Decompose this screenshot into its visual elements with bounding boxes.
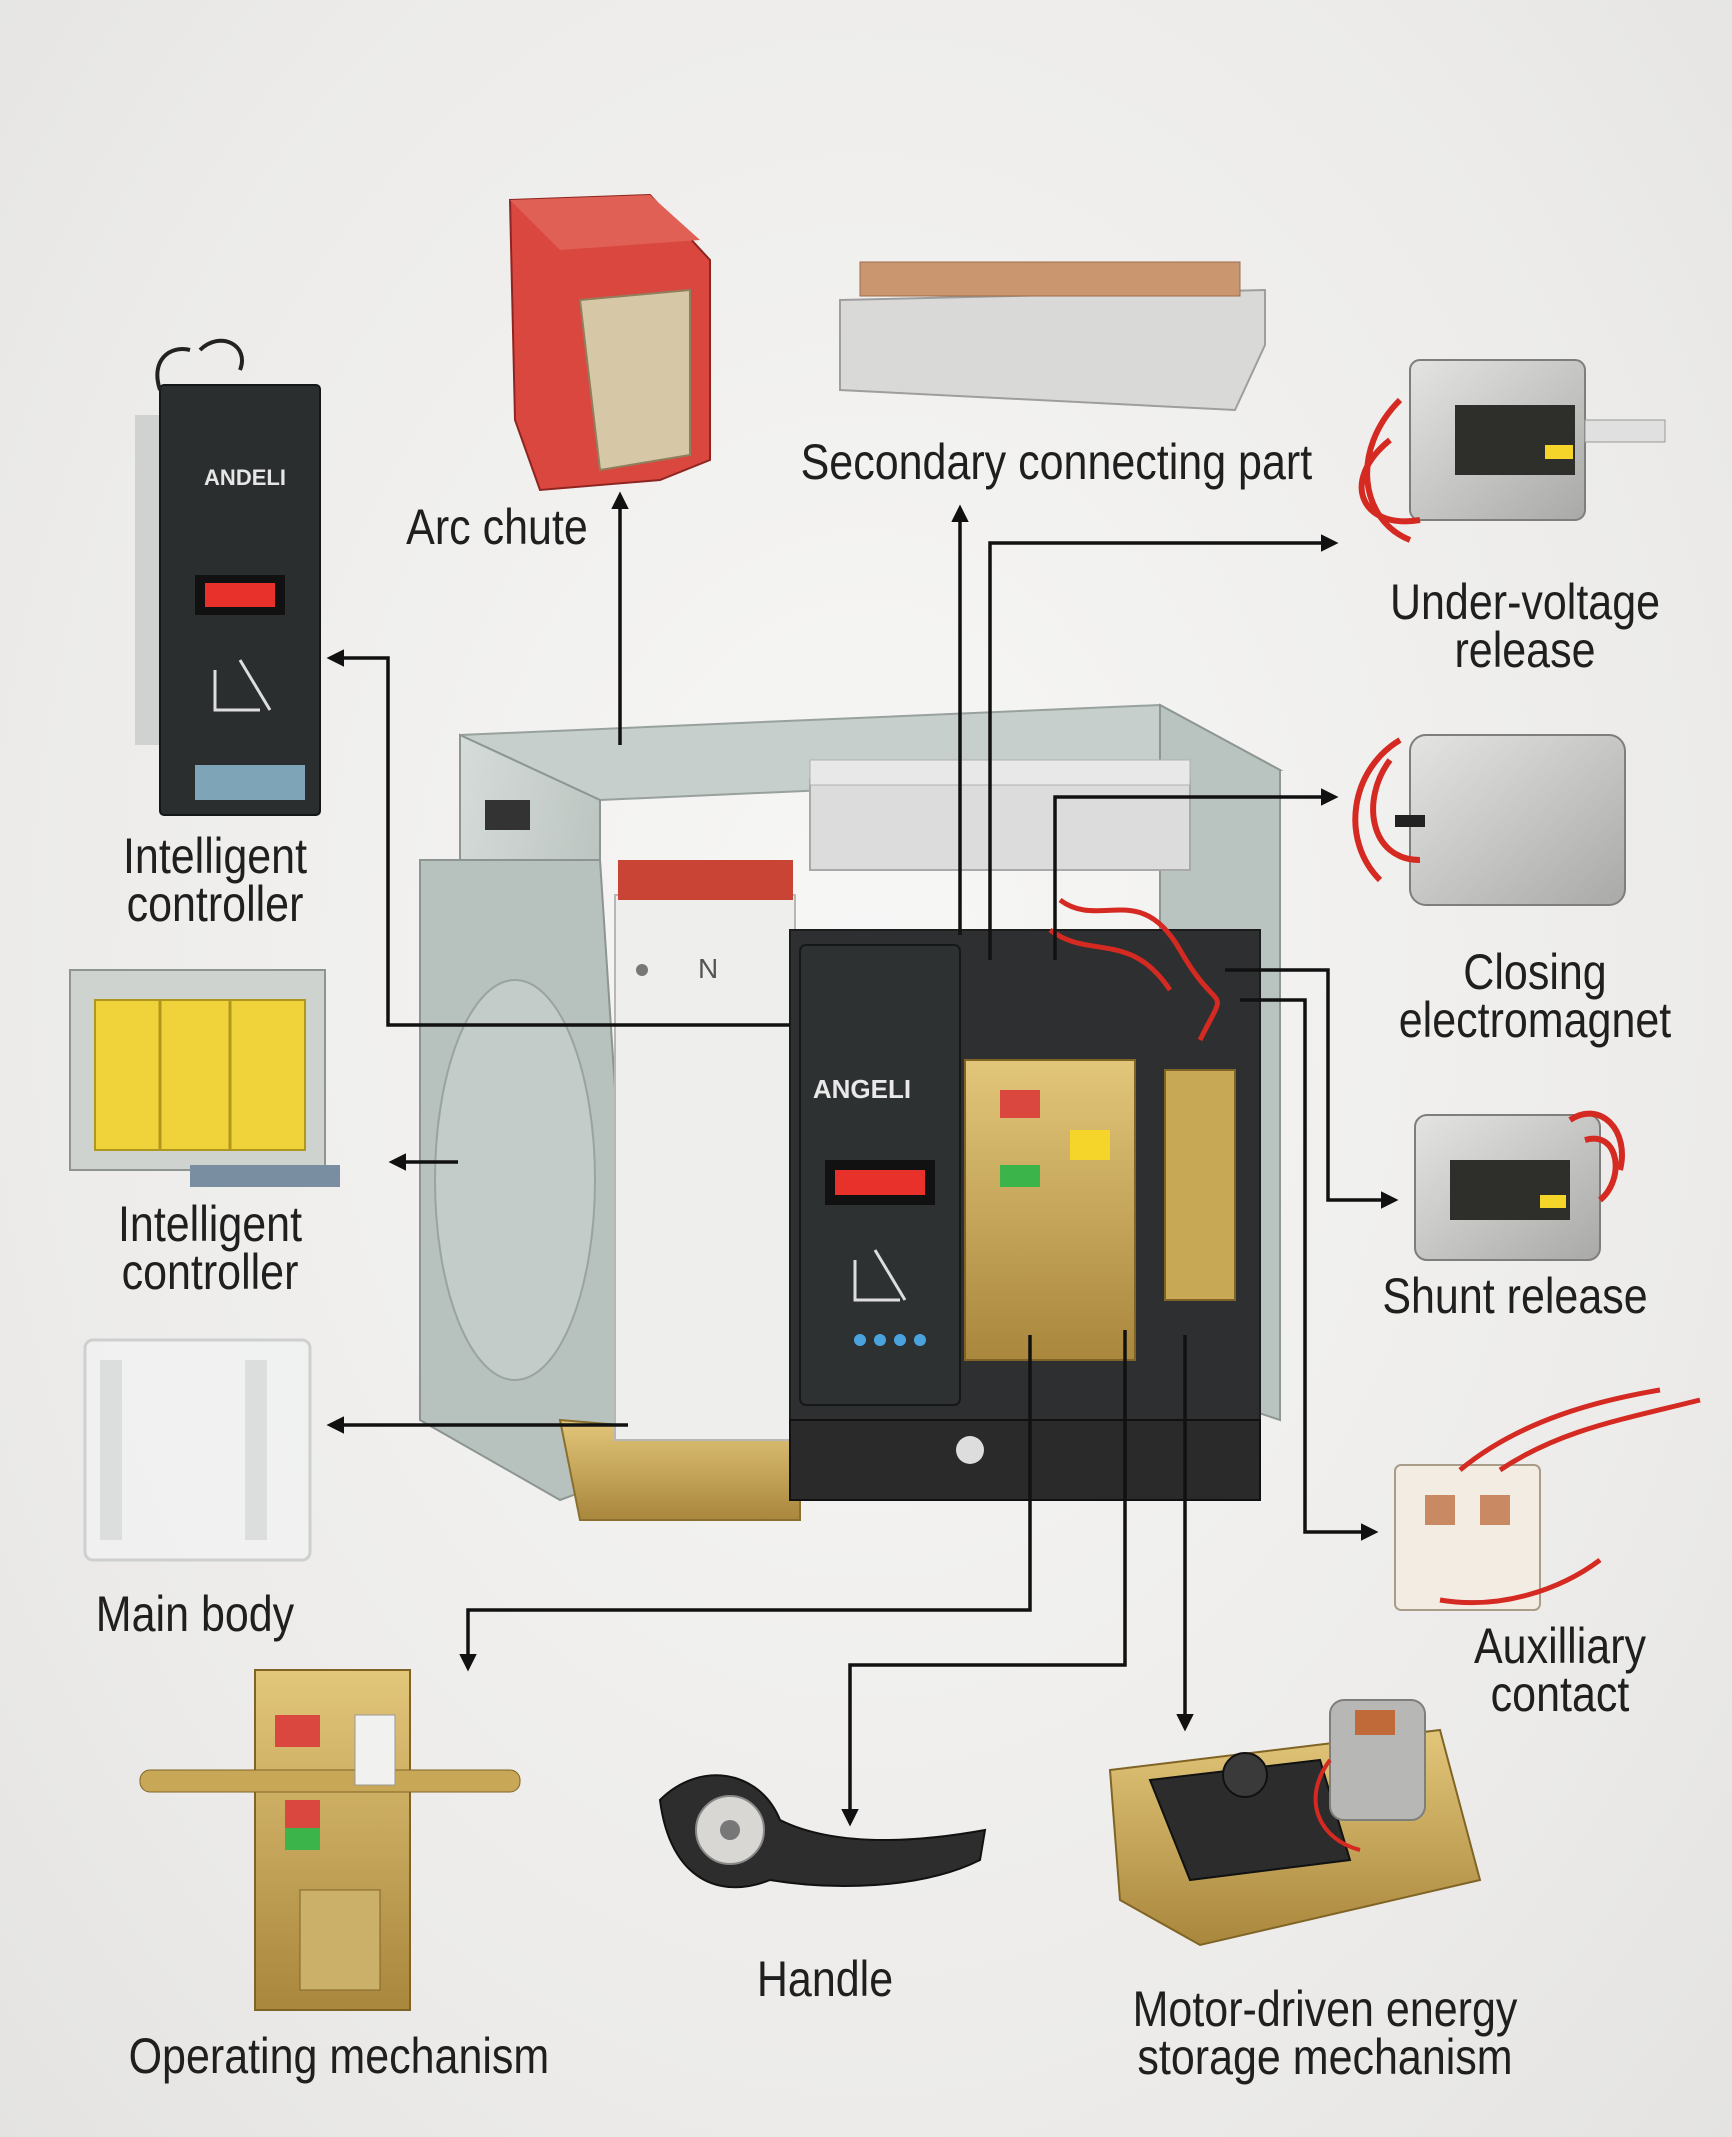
- label-closing-electromagnet-line2: electromagnet: [1398, 992, 1672, 1048]
- label-intelligent-controller-top-line2: controller: [126, 876, 304, 932]
- label-intelligent-controller-top: Intelligent controller: [99, 828, 331, 932]
- label-intelligent-controller-top-line1: Intelligent: [122, 828, 308, 884]
- motor-driven-energy-storage-image: [1108, 1699, 1482, 1947]
- mechanism-inside: [964, 1059, 1136, 1361]
- arrow-handle: [841, 1330, 1127, 1827]
- closing-electromagnet-image: [1352, 734, 1626, 906]
- side-window: [485, 800, 530, 830]
- connector-arrows: [326, 491, 1399, 1827]
- center-controller-brand: ANGELI: [813, 1074, 911, 1104]
- label-intelligent-controller-mid: Intelligent controller: [94, 1196, 326, 1300]
- label-auxiliary-contact: Auxilliary contact: [1457, 1618, 1663, 1722]
- arc-chute-image: [508, 193, 711, 492]
- label-closing-electromagnet-line1: Closing: [1463, 944, 1607, 1000]
- arrow-closing-electromagnet: [1053, 788, 1339, 960]
- label-under-voltage-release-line2: release: [1454, 622, 1596, 678]
- center-controller: ANGELI: [799, 944, 961, 1406]
- neutral-mark: N: [698, 953, 718, 984]
- label-main-body: Main body: [95, 1586, 295, 1642]
- label-arc-chute: Arc chute: [406, 499, 588, 555]
- label-secondary-connecting-part: Secondary connecting part: [800, 434, 1313, 490]
- intelligent-controller-mid-image: [69, 969, 340, 1187]
- label-under-voltage-release-line1: Under-voltage: [1389, 574, 1661, 630]
- label-shunt-release: Shunt release: [1382, 1268, 1648, 1324]
- main-breaker: N ANGELI: [419, 703, 1284, 1521]
- under-voltage-release-image: [1358, 359, 1666, 543]
- neutral-pole-block: [614, 894, 796, 1441]
- top-controller-brand: ANDELI: [204, 465, 286, 490]
- label-motor-driven-energy-storage-line2: storage mechanism: [1137, 2029, 1513, 2085]
- label-motor-driven-energy-storage: Motor-driven energy storage mechanism: [1119, 1981, 1532, 2085]
- secondary-connecting-part-image: [839, 261, 1266, 412]
- intelligent-controller-top-image: ANDELI: [135, 338, 321, 816]
- secondary-terminal-strip: [809, 759, 1191, 871]
- label-auxiliary-contact-line1: Auxilliary: [1473, 1618, 1647, 1674]
- shunt-release-image: [1414, 1110, 1625, 1261]
- label-handle: Handle: [756, 1951, 894, 2007]
- label-under-voltage-release: Under-voltage release: [1366, 574, 1684, 678]
- label-auxiliary-contact-line2: contact: [1490, 1666, 1630, 1722]
- label-motor-driven-energy-storage-line1: Motor-driven energy: [1132, 1981, 1518, 2037]
- handle-image: [658, 1774, 987, 1889]
- arrow-under-voltage-release: [988, 534, 1339, 960]
- label-closing-electromagnet: Closing electromagnet: [1367, 944, 1702, 1048]
- arrow-operating-mechanism: [459, 1335, 1032, 1672]
- label-operating-mechanism: Operating mechanism: [128, 2028, 550, 2084]
- operating-mechanism-image: [139, 1669, 521, 2011]
- arrow-auxiliary-contact: [1240, 998, 1379, 1541]
- auxiliary-contact-image: [1394, 1387, 1701, 1611]
- label-intelligent-controller-mid-line2: controller: [121, 1244, 299, 1300]
- main-body-image: [83, 1338, 312, 1562]
- arrow-shunt-release: [1225, 968, 1399, 1209]
- arrow-intelligent-controller-top: [326, 649, 790, 1027]
- label-intelligent-controller-mid-line1: Intelligent: [117, 1196, 303, 1252]
